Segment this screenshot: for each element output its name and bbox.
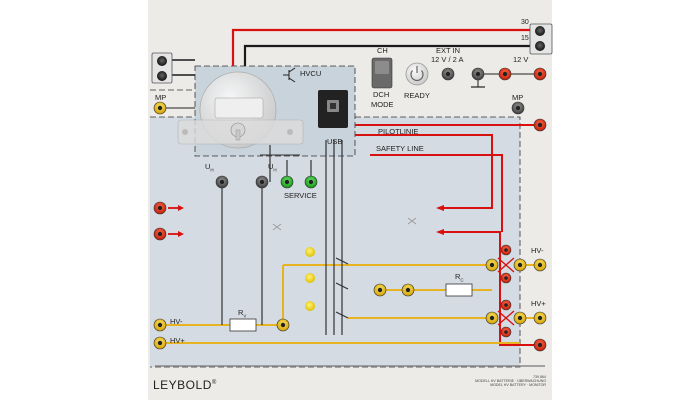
- ready-label: READY: [404, 91, 430, 100]
- resistor-rc: [445, 283, 473, 297]
- left-arrow-top-icon: [178, 205, 184, 211]
- uh-right-subscript: H: [273, 167, 277, 173]
- hv-plus-left-label: HV+: [170, 336, 185, 345]
- left-arrow-bottom-icon: [178, 231, 184, 237]
- resistor-rv: [229, 318, 257, 332]
- mode-label: MODE: [371, 100, 394, 109]
- hv-minus-right-socket-hole: [537, 262, 543, 268]
- wire-left-connector: [172, 59, 195, 76]
- terminal-30-label: 30: [521, 19, 529, 26]
- relay-led-1: [305, 247, 315, 257]
- service-socket-right-hole: [308, 179, 314, 185]
- left-red-socket-top-hole: [157, 205, 163, 211]
- hvcu-label: HVCU: [300, 69, 322, 78]
- hv-connector-cluster: [485, 244, 527, 338]
- uh-left-subscript: H: [210, 167, 214, 173]
- hv-minus-right-label: HV-: [531, 246, 544, 255]
- safety-line-socket-hole: [537, 342, 543, 348]
- wire-sense-lines: [221, 182, 263, 325]
- rc-letter: R: [455, 272, 461, 281]
- wire-terminal-15: [243, 44, 530, 66]
- left-connector-socket-top[interactable]: [157, 56, 167, 66]
- model-line-2: MODEL HV BATTERY · MONITOR: [490, 383, 546, 388]
- wire-safety-line: [440, 231, 540, 346]
- uh-right-letter: U: [268, 162, 274, 171]
- service-socket-left-hole: [284, 179, 290, 185]
- mp-right-socket-hole: [515, 105, 521, 111]
- hv-minus-left-label: HV-: [170, 317, 183, 326]
- transistor-icon: [283, 67, 296, 83]
- ext-in-rating: 12 V / 2 A: [431, 55, 464, 64]
- screw-mark-left-icon: [272, 223, 282, 231]
- rv-label: RV: [238, 309, 246, 319]
- footer-info: 739 864 MODELL HV BATTERIE · ÜBERWACHUNG…: [440, 375, 546, 387]
- power-icon: [410, 66, 424, 82]
- hv-plus-left-socket-hole: [157, 340, 163, 346]
- key-slot-stem: [235, 129, 241, 141]
- hv-plus-right-socket-hole: [537, 315, 543, 321]
- pilot-arrow-icon: [436, 205, 444, 211]
- terminal-30-socket[interactable]: [535, 26, 545, 36]
- mode-switch-rocker: [375, 61, 389, 74]
- screw-left-icon: [182, 129, 188, 135]
- usb-label: USB: [327, 137, 343, 146]
- ext-12v-label: 12 V: [513, 55, 529, 64]
- safety-arrow-icon: [436, 229, 444, 235]
- hvcu-label-plate: [214, 97, 264, 119]
- screw-right-icon: [287, 129, 293, 135]
- screw-mark-right-icon: [407, 217, 417, 225]
- hv-plus-right-label: HV+: [531, 299, 546, 308]
- ext-in-socket-hole: [445, 71, 451, 77]
- left-dual-connector: [151, 52, 173, 84]
- uh-socket-right-hole: [259, 179, 265, 185]
- relay-led-3: [305, 301, 315, 311]
- terminal-15-socket[interactable]: [535, 41, 545, 51]
- rv-subscript: V: [243, 313, 247, 319]
- rc-subscript: C: [460, 277, 464, 283]
- mp-left-socket-hole: [157, 105, 163, 111]
- ext-12v-socket-left-hole: [502, 71, 508, 77]
- uh-left-letter: U: [205, 162, 211, 171]
- ext-ground-socket-hole: [475, 71, 481, 77]
- wire-pilot-line: [355, 134, 493, 209]
- brand-logo: LEYBOLD®: [153, 378, 217, 392]
- rv-letter: R: [238, 308, 244, 317]
- usb-port-slot: [330, 103, 336, 109]
- uh-socket-left-hole: [219, 179, 225, 185]
- mp-right-label: MP: [512, 93, 524, 102]
- relay-led-2: [305, 273, 315, 283]
- service-label: SERVICE: [284, 191, 317, 200]
- catalog-number: 739 864: [533, 375, 546, 379]
- wire-terminal-30: [231, 28, 530, 66]
- left-connector-socket-bottom[interactable]: [157, 71, 167, 81]
- ch-label: CH: [377, 46, 388, 55]
- safety-boundary: [150, 116, 521, 368]
- rc-socket-left-1-hole: [377, 287, 383, 293]
- pilot-line-socket-hole: [537, 122, 543, 128]
- rv-socket-hole: [280, 322, 286, 328]
- ext-12v-socket-right-hole: [537, 71, 543, 77]
- model-line-1: MODELL HV BATTERIE · ÜBERWACHUNG: [475, 379, 546, 384]
- uh-left-label: UH: [205, 163, 214, 173]
- hv-minus-left-socket-hole: [157, 322, 163, 328]
- dch-label: DCH: [373, 90, 390, 99]
- uh-right-label: UH: [268, 163, 277, 173]
- brand-name: LEYBOLD: [153, 378, 212, 392]
- pilot-line-label: PILOTLINIE: [378, 127, 419, 136]
- wire-safety-line-top: [370, 154, 503, 232]
- terminal-15-label: 15: [521, 35, 529, 42]
- mp-left-label: MP: [155, 93, 167, 102]
- wire-control-lines: [325, 140, 343, 335]
- rc-socket-left-2-hole: [405, 287, 411, 293]
- ready-button[interactable]: [405, 62, 429, 86]
- ext-in-label: EXT IN: [436, 46, 461, 55]
- safety-line-label: SAFETY LINE: [376, 144, 424, 153]
- left-red-socket-bottom-hole: [157, 231, 163, 237]
- brand-registered-mark: ®: [211, 380, 217, 386]
- rc-label: RC: [455, 273, 464, 283]
- relay-contacts: [335, 257, 349, 319]
